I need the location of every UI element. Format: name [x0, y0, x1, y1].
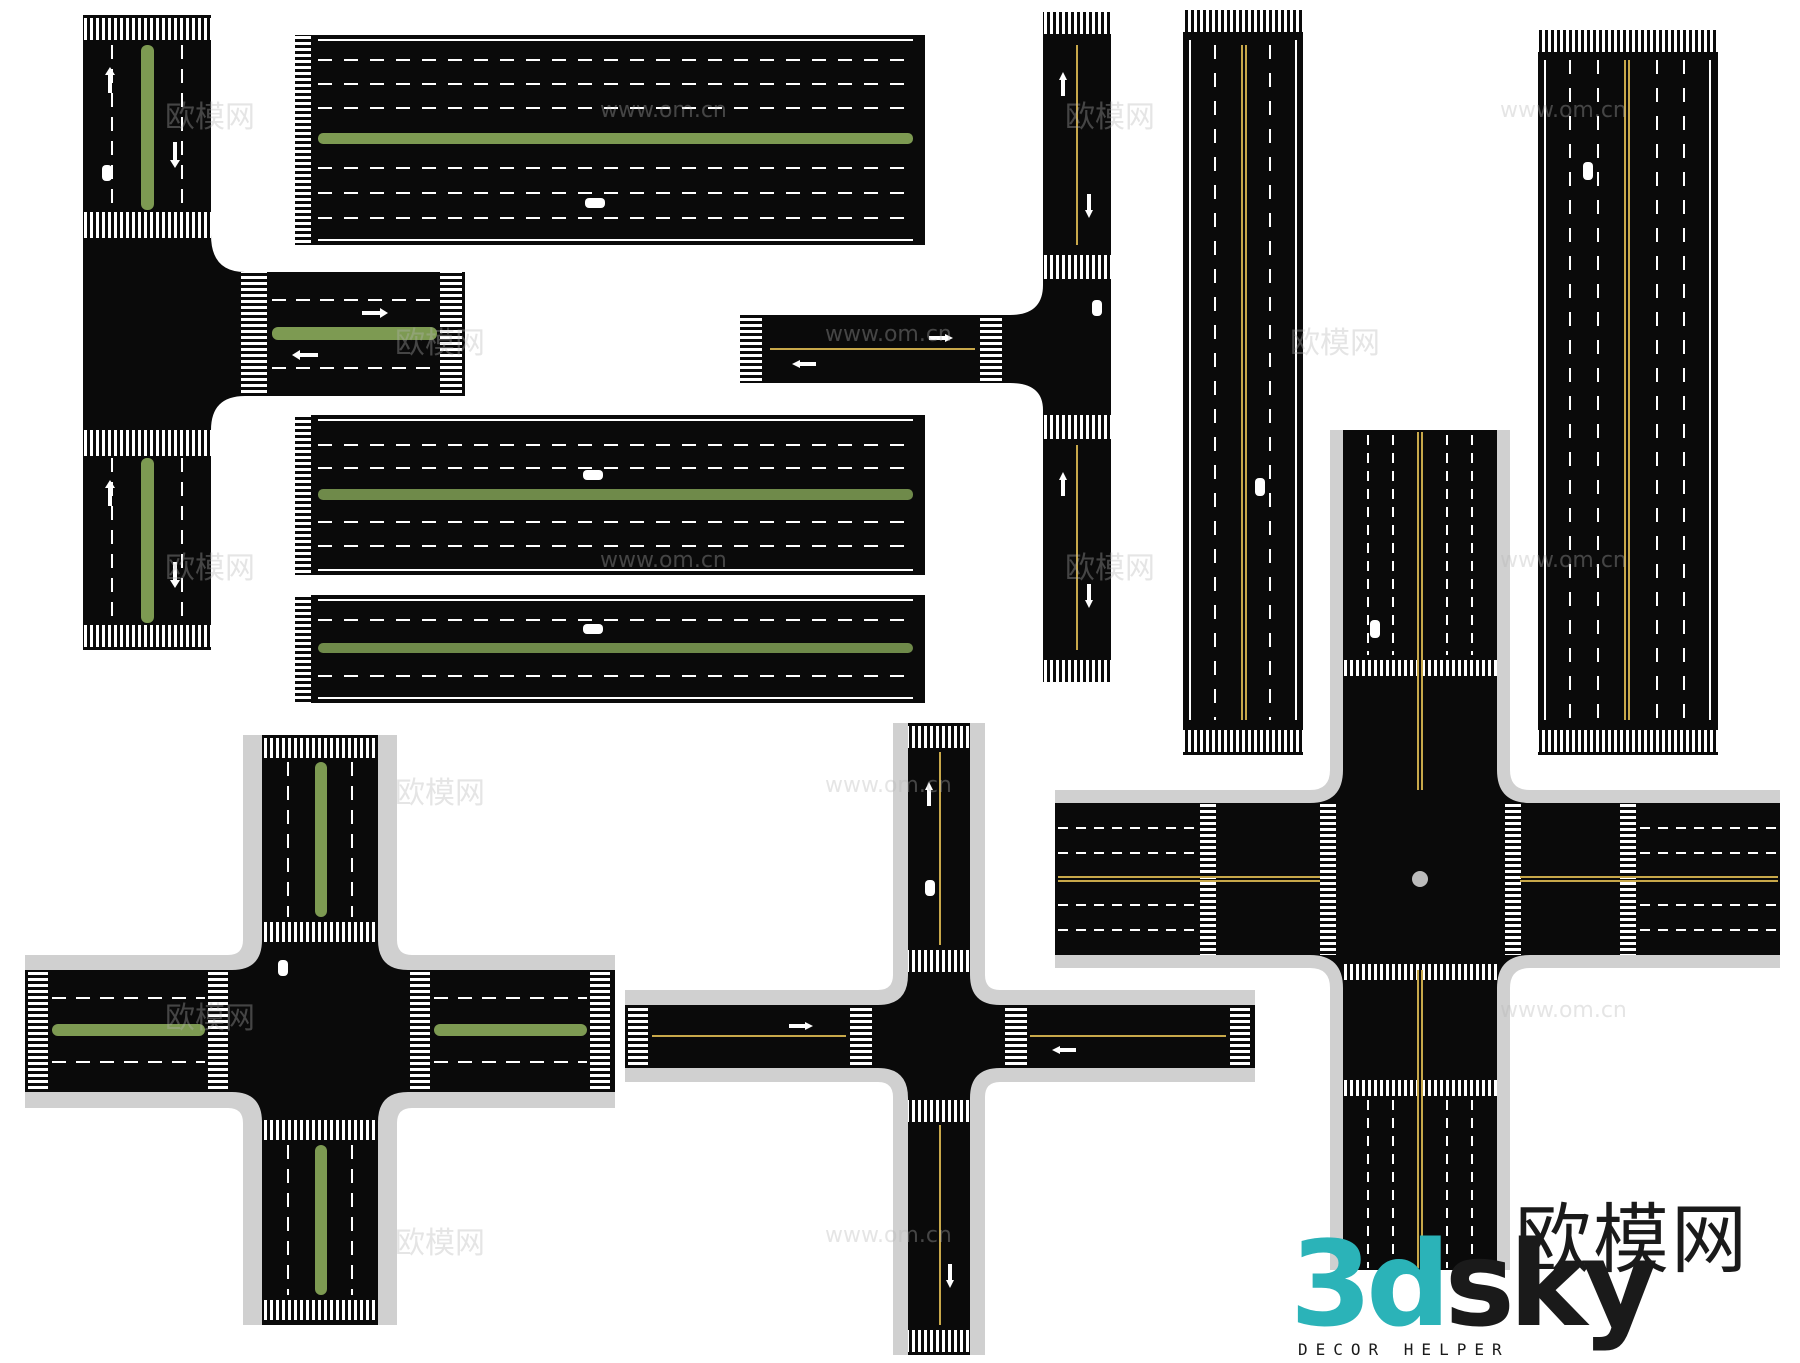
logo-mark-part2: sky — [1444, 1215, 1659, 1353]
straight-road-wide-bottom — [295, 595, 941, 703]
straight-road-wide-top — [295, 35, 941, 245]
t-junction-left — [83, 15, 465, 650]
logo-cn-text: 欧模网 — [1515, 1195, 1749, 1284]
t-junction-right — [740, 12, 1111, 682]
vertical-road-six-lane — [1538, 30, 1718, 755]
cross-junction-median — [25, 735, 615, 1325]
logo-mark-part1: 3d — [1290, 1215, 1451, 1353]
brand-logo: 3dsky — [1290, 1225, 1658, 1343]
cross-junction-large — [1055, 430, 1780, 1270]
logo-tagline: DECOR HELPER — [1298, 1340, 1510, 1359]
straight-road-wide-middle — [295, 415, 941, 575]
vertical-road-four-lane — [1183, 10, 1303, 755]
cross-junction-narrow — [625, 723, 1255, 1355]
